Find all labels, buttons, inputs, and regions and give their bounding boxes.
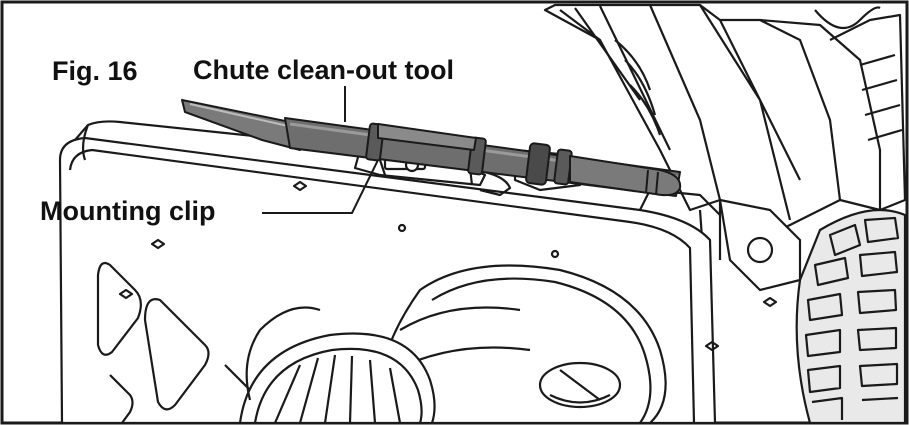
chute-clean-out-tool <box>181 99 682 197</box>
mounting-clip-label: Mounting clip <box>40 196 216 226</box>
chute-clean-out-tool-label: Chute clean-out tool <box>193 55 454 85</box>
figure-number: Fig. 16 <box>52 56 138 86</box>
machine-body <box>58 3 907 425</box>
leader-lines <box>262 86 379 214</box>
clip-leader-line <box>262 159 379 214</box>
